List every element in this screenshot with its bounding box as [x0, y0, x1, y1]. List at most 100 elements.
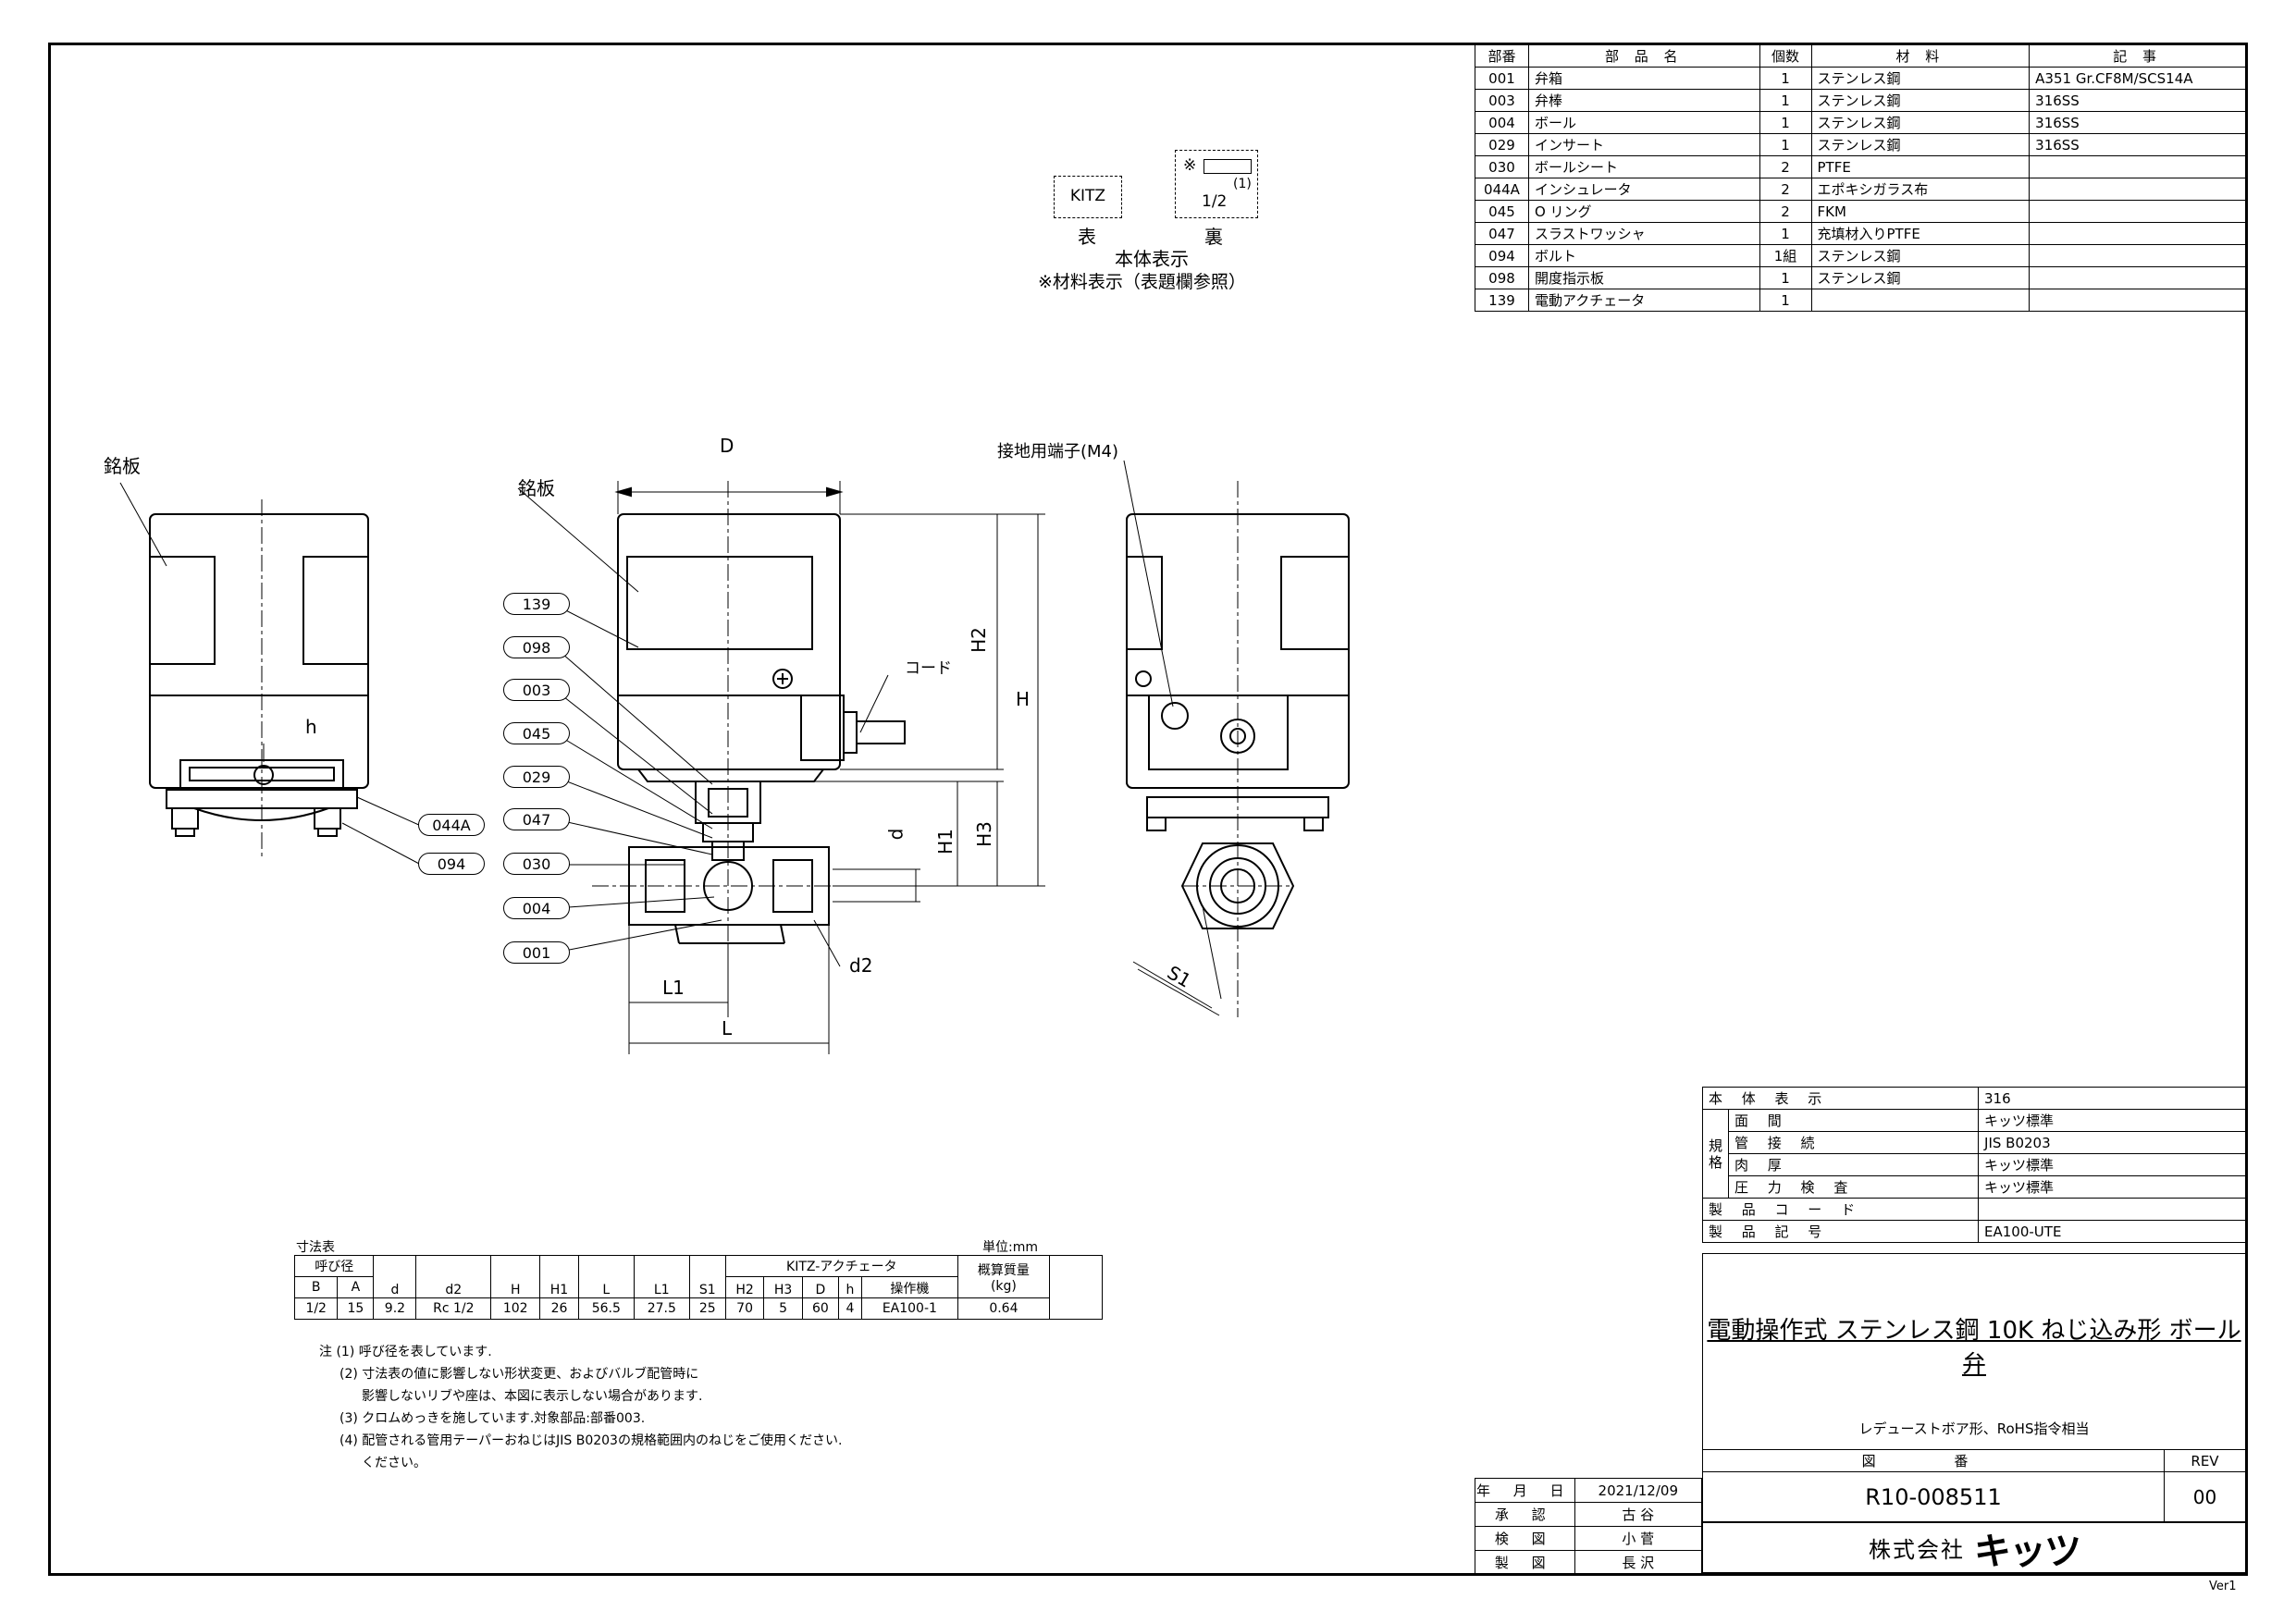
spec-value: キッツ標準 — [1978, 1109, 2246, 1132]
note-4-cont: ください。 — [362, 1456, 426, 1470]
spec-label: 面 間 — [1728, 1109, 1980, 1132]
callout-bubble: 030 — [503, 853, 570, 875]
header-h: h — [837, 1276, 862, 1298]
dim-D: D — [720, 435, 734, 457]
header-H2: H2 — [724, 1276, 765, 1298]
approval-value: 小 菅 — [1574, 1526, 1703, 1551]
callout-bubble: 045 — [503, 722, 570, 744]
dimension-value: 9.2 — [373, 1297, 417, 1320]
parts-table-header: 部番 部 品 名 個数 材 料 記 事 — [1475, 44, 2246, 68]
approval-row: 製 図長 沢 — [1475, 1550, 1703, 1575]
label-nameplate-left: 銘板 — [104, 455, 141, 477]
part-remarks: A351 Gr.CF8M/SCS14A — [2029, 67, 2246, 90]
label-cord: コード — [905, 659, 952, 678]
marking-title: 本体表示 — [1115, 248, 1189, 270]
label-nameplate-center: 銘板 — [518, 477, 555, 499]
part-remarks — [2029, 155, 2246, 178]
part-name: 開度指示板 — [1527, 266, 1760, 289]
part-no: 045 — [1475, 200, 1529, 223]
callout-bubble: 003 — [503, 679, 570, 701]
drawing-subtitle: レデューストボア形、RoHS指令相当 — [1858, 1420, 2090, 1437]
dimension-value: EA100-1 — [860, 1297, 958, 1320]
dim-d2: d2 — [849, 954, 873, 977]
marking-back-size: 1/2 — [1202, 192, 1228, 211]
marking-note: ※材料表示（表題欄参照） — [1038, 272, 1246, 292]
part-qty: 1 — [1759, 111, 1812, 134]
header-B: B — [293, 1276, 339, 1298]
spec-label: 肉 厚 — [1728, 1153, 1980, 1176]
header-H1: H1 — [539, 1255, 579, 1298]
approval-value: 長 沢 — [1574, 1550, 1703, 1575]
part-no: 098 — [1475, 266, 1529, 289]
marking-front-text: KITZ — [1069, 187, 1106, 205]
header-H: H — [490, 1255, 541, 1298]
weight-unit: (kg) — [990, 1278, 1017, 1294]
spec-label: 圧 力 検 査 — [1728, 1175, 1980, 1199]
side-view-right — [1123, 460, 1350, 1017]
dimension-table: 呼び径 d d2 H H1 L L1 S1 KITZ-アクチェータ 概算質量(k… — [293, 1255, 1103, 1320]
marking-back-box: ※ 1/2 (1) — [1175, 150, 1258, 218]
drawing-frame — [48, 43, 2248, 1576]
spec-product-code-label: 製 品 コ ー ド — [1701, 1198, 1980, 1221]
spec-product-code-value — [1978, 1198, 2246, 1221]
part-material: FKM — [1810, 200, 2031, 223]
dimension-value: Rc 1/2 — [415, 1297, 492, 1320]
note-3: (3) クロムめっきを施しています.対象部品:部番003. — [339, 1411, 646, 1426]
callout-bubble: 029 — [503, 766, 570, 788]
dim-L: L — [722, 1017, 733, 1039]
spec-body-mark-value: 316 — [1978, 1087, 2246, 1110]
dim-h: h — [305, 716, 317, 738]
spec-product-symbol-value: EA100-UTE — [1978, 1220, 2246, 1243]
dimension-value: 60 — [801, 1297, 839, 1320]
rev-value: 00 — [2164, 1471, 2246, 1522]
company-box: 株式会社 キッツ — [1702, 1522, 2246, 1573]
part-remarks — [2029, 178, 2246, 201]
approval-row: 検 図小 菅 — [1475, 1526, 1703, 1551]
label-ground-terminal: 接地用端子(M4) — [997, 442, 1119, 461]
dimension-value: 102 — [490, 1297, 541, 1320]
part-qty: 1 — [1759, 266, 1812, 289]
spec-value: キッツ標準 — [1978, 1175, 2246, 1199]
part-no: 004 — [1475, 111, 1529, 134]
part-no: 047 — [1475, 222, 1529, 245]
marking-front-box: KITZ — [1054, 176, 1122, 218]
callout-bubble: 044A — [418, 814, 485, 836]
version-label: Ver1 — [2209, 1580, 2237, 1593]
header-part-name: 部 品 名 — [1527, 44, 1760, 68]
header-L1: L1 — [633, 1255, 690, 1298]
dimension-value: 15 — [337, 1297, 375, 1320]
note-4: (4) 配管される管用テーパーおねじはJIS B0203の規格範囲内のねじをご使… — [339, 1433, 843, 1448]
part-no: 044A — [1475, 178, 1529, 201]
part-no: 139 — [1475, 289, 1529, 312]
spec-value: JIS B0203 — [1978, 1131, 2246, 1154]
dim-L1: L1 — [662, 977, 685, 999]
title-box: 電動操作式 ステンレス鋼 10K ねじ込み形 ボール弁 レデューストボア形、Ro… — [1702, 1253, 2246, 1450]
marking-back-note: (1) — [1233, 177, 1252, 191]
dimension-table-unit: 単位:mm — [982, 1240, 1038, 1255]
part-qty: 1 — [1759, 133, 1812, 156]
part-material — [1810, 289, 2031, 312]
company-name: 株式会社 — [1869, 1537, 1965, 1563]
header-L: L — [577, 1255, 635, 1298]
spec-body-mark-label: 本 体 表 示 — [1701, 1087, 1980, 1110]
header-qty: 個数 — [1759, 44, 1812, 68]
header-operator: 操作機 — [860, 1276, 958, 1298]
note-2: (2) 寸法表の値に影響しない形状変更、およびバルブ配管時に — [339, 1367, 699, 1382]
rev-label: REV — [2164, 1449, 2246, 1472]
note-1: 注 (1) 呼び径を表しています. — [319, 1345, 492, 1359]
part-material: ステンレス鋼 — [1810, 67, 2031, 90]
part-material: PTFE — [1810, 155, 2031, 178]
header-d2: d2 — [415, 1255, 492, 1298]
drawing-title: 電動操作式 ステンレス鋼 10K ねじ込み形 ボール弁 — [1707, 1317, 2241, 1379]
header-nominal-size: 呼び径 — [293, 1255, 375, 1277]
part-no: 030 — [1475, 155, 1529, 178]
dimension-value: 70 — [724, 1297, 765, 1320]
part-name: スラストワッシャ — [1527, 222, 1760, 245]
callout-bubble: 001 — [503, 941, 570, 964]
note-2-cont: 影響しないリブや座は、本図に表示しない場合があります. — [362, 1389, 703, 1404]
